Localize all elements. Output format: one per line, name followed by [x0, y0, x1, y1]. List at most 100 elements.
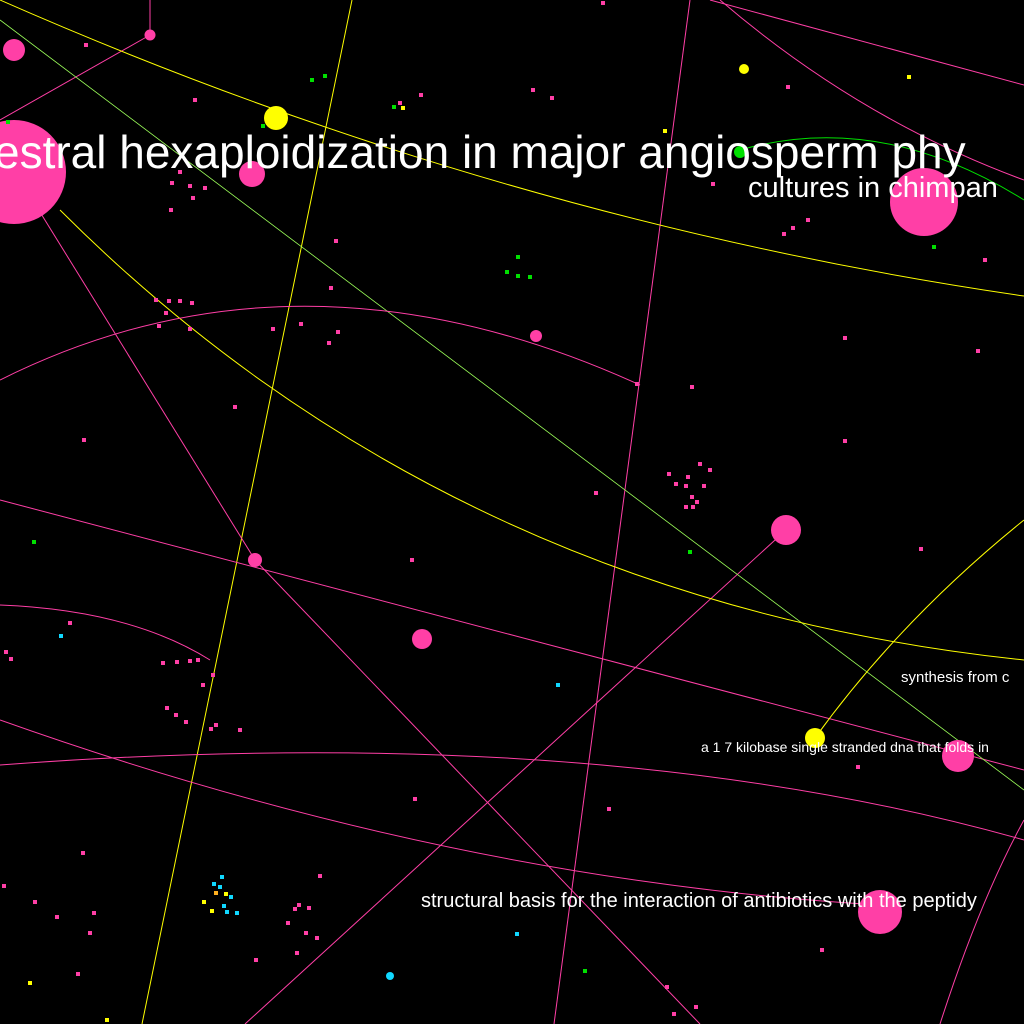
small-node[interactable] [4, 650, 8, 654]
small-node[interactable] [32, 540, 36, 544]
small-node[interactable] [843, 439, 847, 443]
small-node[interactable] [81, 851, 85, 855]
small-node[interactable] [516, 274, 520, 278]
small-node[interactable] [708, 468, 712, 472]
node[interactable] [942, 740, 974, 772]
small-node[interactable] [286, 921, 290, 925]
node[interactable] [264, 106, 288, 130]
small-node[interactable] [983, 258, 987, 262]
node[interactable] [0, 120, 66, 224]
small-node[interactable] [55, 915, 59, 919]
node[interactable] [144, 29, 156, 41]
small-node[interactable] [516, 255, 520, 259]
small-node[interactable] [684, 505, 688, 509]
small-node[interactable] [413, 797, 417, 801]
small-node[interactable] [919, 547, 923, 551]
small-node[interactable] [202, 900, 206, 904]
small-node[interactable] [665, 985, 669, 989]
node[interactable] [805, 728, 825, 748]
node[interactable] [858, 890, 902, 934]
small-node[interactable] [214, 891, 218, 895]
small-node[interactable] [76, 972, 80, 976]
small-node[interactable] [196, 658, 200, 662]
small-node[interactable] [528, 275, 532, 279]
small-node[interactable] [222, 904, 226, 908]
node[interactable] [890, 168, 958, 236]
node[interactable] [771, 515, 801, 545]
small-node[interactable] [791, 226, 795, 230]
small-node[interactable] [556, 683, 560, 687]
small-node[interactable] [59, 634, 63, 638]
small-node[interactable] [607, 807, 611, 811]
small-node[interactable] [164, 311, 168, 315]
small-node[interactable] [323, 74, 327, 78]
small-node[interactable] [336, 330, 340, 334]
small-node[interactable] [782, 232, 786, 236]
small-node[interactable] [271, 327, 275, 331]
small-node[interactable] [531, 88, 535, 92]
small-node[interactable] [211, 673, 215, 677]
small-node[interactable] [550, 96, 554, 100]
small-node[interactable] [702, 484, 706, 488]
small-node[interactable] [157, 324, 161, 328]
small-node[interactable] [711, 182, 715, 186]
small-node[interactable] [214, 723, 218, 727]
small-node[interactable] [295, 951, 299, 955]
small-node[interactable] [299, 322, 303, 326]
small-node[interactable] [254, 958, 258, 962]
small-node[interactable] [419, 93, 423, 97]
small-node[interactable] [224, 892, 228, 896]
small-node[interactable] [191, 196, 195, 200]
small-node[interactable] [505, 270, 509, 274]
small-node[interactable] [304, 931, 308, 935]
small-node[interactable] [6, 120, 10, 124]
small-node[interactable] [238, 728, 242, 732]
small-node[interactable] [88, 931, 92, 935]
node[interactable] [248, 553, 262, 567]
small-node[interactable] [235, 911, 239, 915]
small-node[interactable] [843, 336, 847, 340]
small-node[interactable] [165, 706, 169, 710]
small-node[interactable] [635, 382, 639, 386]
small-node[interactable] [203, 186, 207, 190]
small-node[interactable] [178, 299, 182, 303]
small-node[interactable] [82, 438, 86, 442]
small-node[interactable] [667, 472, 671, 476]
small-node[interactable] [175, 660, 179, 664]
small-node[interactable] [976, 349, 980, 353]
small-node[interactable] [663, 129, 667, 133]
node[interactable] [530, 330, 542, 342]
small-node[interactable] [515, 932, 519, 936]
small-node[interactable] [212, 882, 216, 886]
small-node[interactable] [583, 969, 587, 973]
node[interactable] [734, 146, 746, 158]
small-node[interactable] [315, 936, 319, 940]
small-node[interactable] [786, 85, 790, 89]
small-node[interactable] [9, 657, 13, 661]
small-node[interactable] [932, 245, 936, 249]
small-node[interactable] [398, 101, 402, 105]
small-node[interactable] [690, 495, 694, 499]
node[interactable] [412, 629, 432, 649]
small-node[interactable] [688, 550, 692, 554]
small-node[interactable] [410, 558, 414, 562]
small-node[interactable] [188, 184, 192, 188]
small-node[interactable] [92, 911, 96, 915]
small-node[interactable] [218, 885, 222, 889]
small-node[interactable] [907, 75, 911, 79]
small-node[interactable] [2, 884, 6, 888]
small-node[interactable] [174, 713, 178, 717]
small-node[interactable] [856, 765, 860, 769]
small-node[interactable] [225, 910, 229, 914]
small-node[interactable] [686, 475, 690, 479]
small-node[interactable] [691, 505, 695, 509]
small-node[interactable] [594, 491, 598, 495]
small-node[interactable] [401, 106, 405, 110]
small-node[interactable] [601, 1, 605, 5]
small-node[interactable] [154, 298, 158, 302]
small-node[interactable] [229, 895, 233, 899]
small-node[interactable] [169, 208, 173, 212]
small-node[interactable] [310, 78, 314, 82]
small-node[interactable] [694, 1005, 698, 1009]
small-node[interactable] [684, 484, 688, 488]
